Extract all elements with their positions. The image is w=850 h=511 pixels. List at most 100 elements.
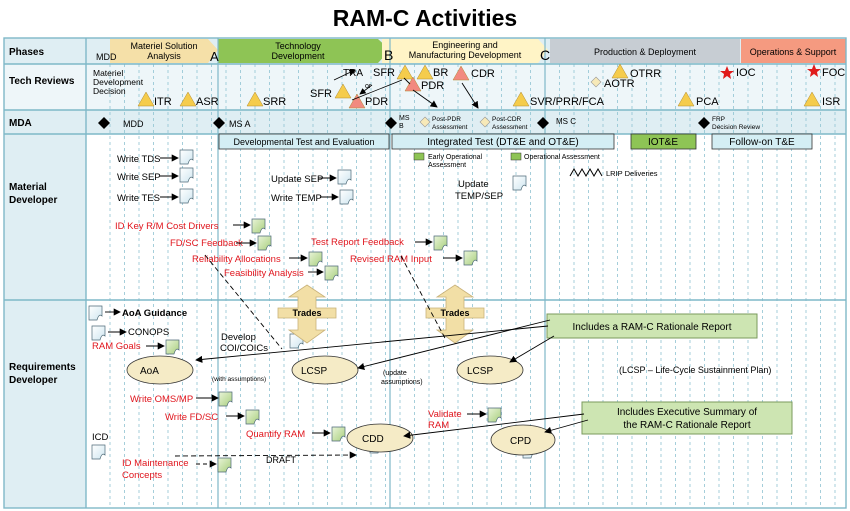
review-br: BR bbox=[433, 67, 448, 79]
mda-ms-c: MS C bbox=[556, 117, 576, 126]
aoa-label: AoA bbox=[140, 366, 159, 377]
phase-milestone-a: A bbox=[210, 49, 219, 64]
cdd-label: CDD bbox=[362, 434, 384, 445]
document-icon bbox=[91, 444, 106, 460]
triangle-sfr-1 bbox=[334, 83, 352, 99]
document-icon bbox=[337, 169, 352, 185]
review-srr: SRR bbox=[263, 96, 286, 108]
review-pca: PCA bbox=[696, 96, 719, 108]
bar-iote: IOT&E bbox=[648, 137, 678, 148]
document-icon bbox=[463, 250, 478, 266]
triangle-pca bbox=[677, 91, 695, 107]
ellipses: AoA LCSP LCSP CDD CPD bbox=[126, 355, 556, 456]
document-icon bbox=[165, 339, 180, 355]
write-tds: Write TDS bbox=[117, 154, 160, 165]
review-pdr-1: PDR bbox=[365, 96, 388, 108]
review-tra: TRA bbox=[343, 68, 363, 79]
row-label-mda: MDA bbox=[9, 118, 32, 129]
callouts: Includes a RAM-C Rationale Report Includ… bbox=[546, 313, 793, 435]
document-icon bbox=[179, 167, 194, 183]
cpd-label: CPD bbox=[510, 436, 531, 447]
star-foc bbox=[807, 64, 821, 77]
row-label-phases: Phases bbox=[9, 47, 44, 58]
lcsp-note: (LCSP – Life-Cycle Sustainment Plan) bbox=[619, 365, 771, 375]
phase-mdd: MDD bbox=[96, 52, 117, 62]
mda-ms-a: MS A bbox=[229, 119, 251, 129]
document-icon bbox=[179, 149, 194, 165]
triangle-br bbox=[416, 64, 434, 80]
phase-milestone-b: B bbox=[384, 47, 393, 63]
review-ioc: IOC bbox=[736, 67, 756, 79]
bar-dte: Developmental Test and Evaluation bbox=[234, 137, 375, 147]
triangle-pdr-2 bbox=[404, 76, 422, 92]
test-bars: Developmental Test and Evaluation Integr… bbox=[218, 133, 813, 178]
conops: CONOPS bbox=[128, 327, 169, 338]
row-backgrounds bbox=[4, 38, 846, 508]
review-foc: FOC bbox=[822, 67, 845, 79]
document-icon bbox=[218, 391, 233, 407]
bar-integrated-test: Integrated Test (DT&E and OT&E) bbox=[427, 137, 579, 148]
lrip-icon bbox=[569, 167, 603, 178]
review-svr-prr-fca: SVR/PRR/FCA bbox=[530, 96, 605, 108]
rationale-box: Includes a RAM-C Rationale Report bbox=[573, 322, 732, 333]
review-asr: ASR bbox=[196, 96, 219, 108]
document-icon bbox=[88, 305, 103, 321]
document-icon bbox=[512, 175, 527, 191]
material-developer-labels: Write TDS Write SEP Write TES Update SEP… bbox=[115, 154, 503, 279]
review-sfr-1: SFR bbox=[310, 88, 332, 100]
review-otrr: OTRR bbox=[630, 68, 661, 80]
trades-1: Trades bbox=[292, 308, 321, 318]
lcsp-label-1: LCSP bbox=[301, 366, 327, 377]
fdsc-feedback: FD/SC Feedback bbox=[170, 238, 243, 249]
requirements-labels: AoA Guidance CONOPS RAM Goals (with assu… bbox=[92, 308, 771, 481]
write-tes: Write TES bbox=[117, 193, 160, 204]
triangle-pdr-1 bbox=[348, 93, 366, 109]
with-assumptions: (with assumptions) bbox=[212, 376, 266, 383]
lcsp-label-2: LCSP bbox=[467, 366, 493, 377]
review-or: or bbox=[365, 83, 372, 90]
connectors bbox=[105, 77, 589, 468]
row-separators bbox=[3, 37, 847, 509]
legend-lrip: LRIP Deliveries bbox=[606, 169, 658, 178]
write-fdsc: Write FD/SC bbox=[165, 412, 218, 423]
bar-follow-on: Follow-on T&E bbox=[729, 137, 795, 148]
trades-2: Trades bbox=[440, 308, 469, 318]
feasibility-analysis: Feasibility Analysis bbox=[224, 268, 304, 279]
triangle-svr-prr-fca bbox=[512, 91, 530, 107]
review-sfr-2: SFR bbox=[373, 67, 395, 79]
review-aotr: AOTR bbox=[604, 78, 635, 90]
icd: ICD bbox=[92, 432, 109, 443]
document-icon bbox=[251, 218, 266, 234]
page-title: RAM-C Activities bbox=[333, 5, 517, 31]
quantify-ram: Quantify RAM bbox=[246, 429, 305, 440]
document-icon bbox=[257, 235, 272, 251]
triangle-cdr bbox=[452, 65, 470, 81]
document-icon bbox=[339, 189, 354, 205]
row-label-tech-reviews: Tech Reviews bbox=[9, 76, 75, 87]
review-cdr: CDR bbox=[471, 68, 495, 80]
triangle-otrr bbox=[611, 63, 629, 79]
review-itr: ITR bbox=[154, 96, 172, 108]
phase-band bbox=[110, 39, 846, 63]
phase-milestone-c: C bbox=[540, 47, 550, 63]
triangle-isr bbox=[803, 91, 821, 107]
document-icon bbox=[245, 409, 260, 425]
phase-os: Operations & Support bbox=[750, 47, 837, 57]
document-icon bbox=[487, 407, 502, 423]
legend-oa: Operational Assessment bbox=[524, 154, 600, 161]
